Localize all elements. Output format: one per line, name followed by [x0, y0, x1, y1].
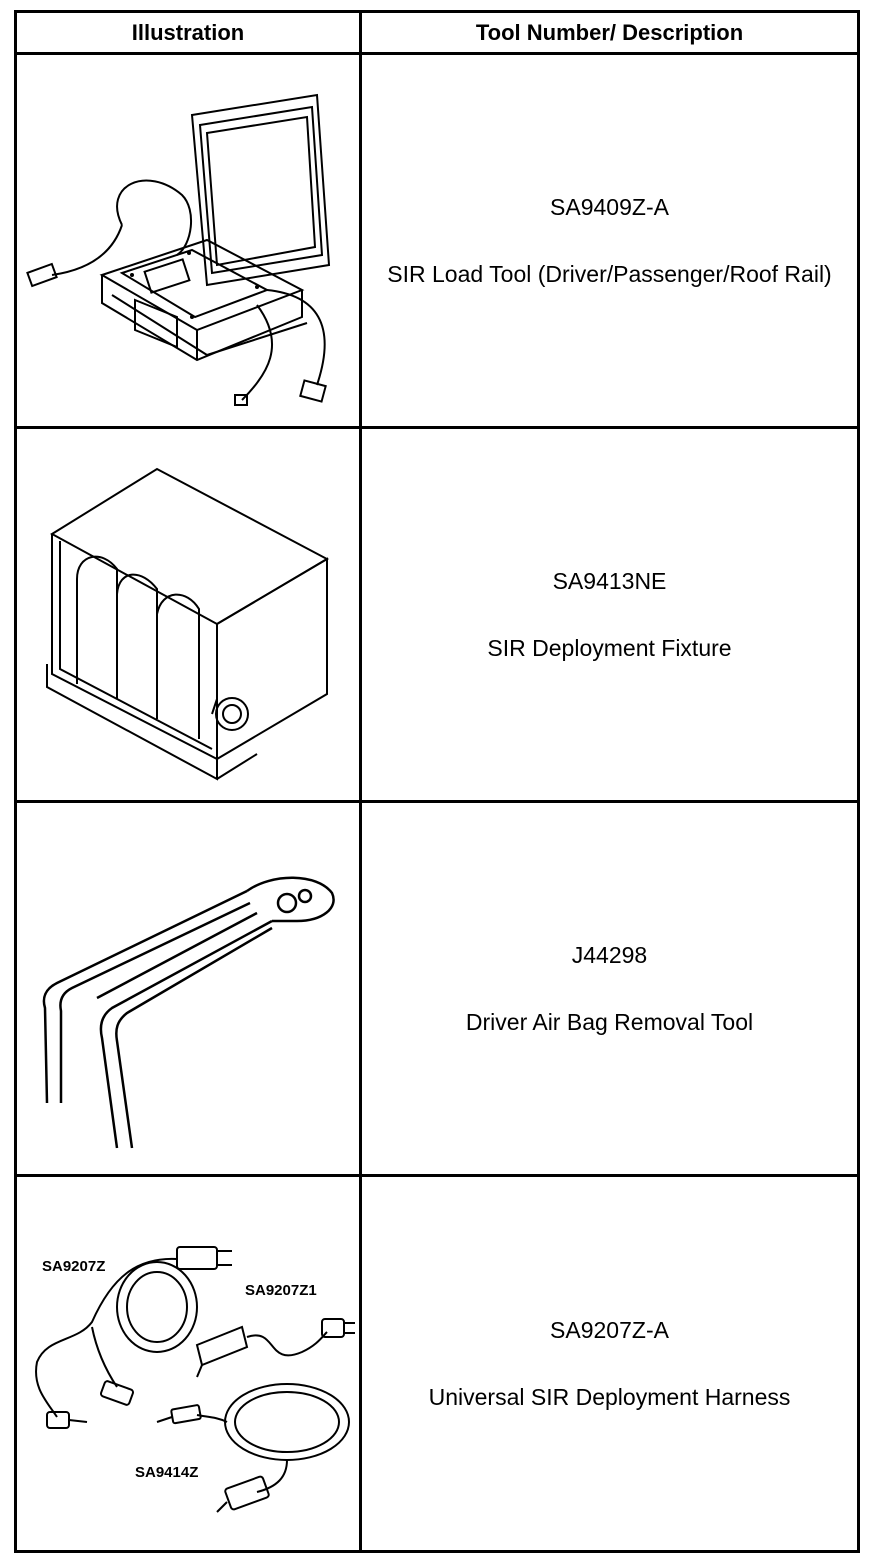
- tool-number: J44298: [571, 941, 648, 968]
- table-row: J44298 Driver Air Bag Removal Tool: [14, 800, 860, 1177]
- description-cell: J44298 Driver Air Bag Removal Tool: [359, 800, 860, 1177]
- description-cell: SA9413NE SIR Deployment Fixture: [359, 426, 860, 803]
- table-row: SA9413NE SIR Deployment Fixture: [14, 426, 860, 803]
- callout-sa9414z: SA9414Z: [135, 1464, 198, 1481]
- table-row: SA9207Z SA9207Z1 SA9414Z SA9207Z-A Unive…: [14, 1174, 860, 1553]
- tool-description: SIR Deployment Fixture: [487, 634, 732, 661]
- header-illustration: Illustration: [14, 10, 362, 55]
- table-header-row: Illustration Tool Number/ Description: [14, 10, 860, 55]
- tool-number: SA9207Z-A: [550, 1316, 669, 1343]
- tool-number: SA9413NE: [552, 567, 667, 594]
- illustration-cell: [14, 52, 362, 429]
- header-tool-number-description: Tool Number/ Description: [359, 10, 860, 55]
- tool-description: Driver Air Bag Removal Tool: [465, 1008, 754, 1035]
- description-cell: SA9409Z-A SIR Load Tool (Driver/Passenge…: [359, 52, 860, 429]
- deployment-harness-illustration: SA9207Z SA9207Z1 SA9414Z: [35, 1246, 355, 1513]
- description-cell: SA9207Z-A Universal SIR Deployment Harne…: [359, 1174, 860, 1553]
- callout-sa9207z1: SA9207Z1: [245, 1282, 317, 1299]
- tool-description: Universal SIR Deployment Harness: [428, 1383, 791, 1410]
- tool-number: SA9409Z-A: [550, 193, 669, 220]
- tool-table: Illustration Tool Number/ Description: [14, 10, 860, 1553]
- tool-description: SIR Load Tool (Driver/Passenger/Roof Rai…: [387, 260, 832, 287]
- illustration-cell: [14, 426, 362, 803]
- table-row: SA9409Z-A SIR Load Tool (Driver/Passenge…: [14, 52, 860, 429]
- sir-load-tool-case-illustration: [26, 93, 331, 406]
- illustration-cell: [14, 800, 362, 1177]
- sir-deployment-fixture-illustration: [46, 467, 330, 781]
- air-bag-removal-tool-illustration: [42, 876, 335, 1149]
- illustration-cell: SA9207Z SA9207Z1 SA9414Z: [14, 1174, 362, 1553]
- callout-sa9207z: SA9207Z: [42, 1258, 105, 1275]
